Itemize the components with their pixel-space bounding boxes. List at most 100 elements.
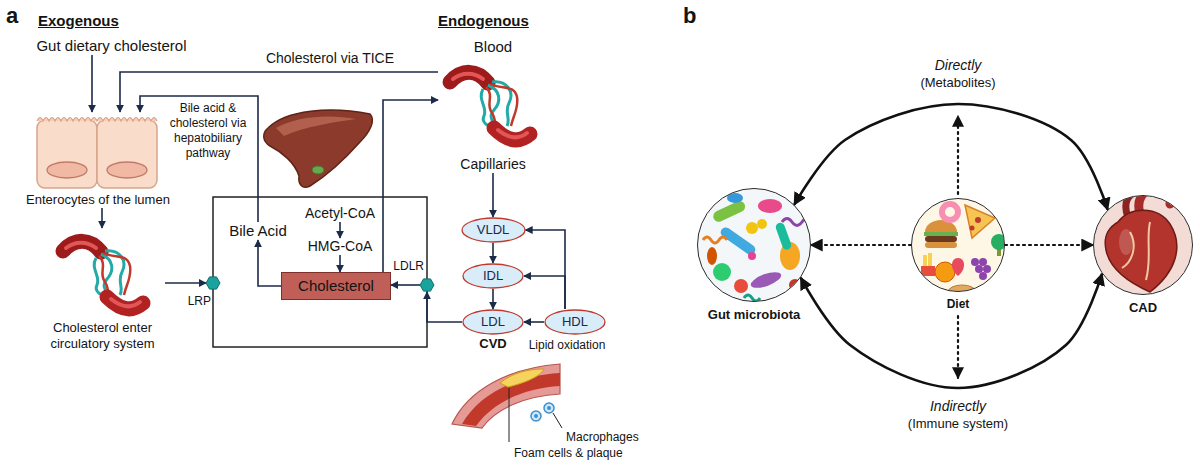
edge-label: Cholesterol via TICE [266,50,394,67]
label-anchor: CVD [479,336,506,352]
grape [983,265,991,273]
panel-letter: a [6,2,18,29]
callout-label: Foam cells & plaque [514,446,623,461]
enterocyte-cell [37,120,97,188]
blood-node: BloodCapillaries [438,38,548,173]
receptor-marker: LRP [206,276,220,290]
curved-arrow [794,104,1107,210]
node-text: LDLR [393,259,424,274]
diet-picture [912,199,1007,299]
liver-picture [264,110,373,187]
lipoprotein-node: HDL [544,309,606,335]
bacterium [746,222,758,234]
lipoprotein-outline [462,218,525,242]
bacterium [758,199,782,213]
edge-label-anchor: Cholesterol via TICE [266,50,394,67]
leader-line [553,413,562,428]
receptor-marker: LDLR [420,278,434,292]
flow-arrow [526,230,566,309]
lipoprotein-outline [545,310,605,334]
node-text: HDL [562,314,588,330]
capillary-picture [450,72,530,139]
coronary-artery [1146,222,1150,280]
pathway-note: (Metabolites) [920,75,995,91]
bacterium [749,269,783,291]
heart-picture [1094,188,1192,294]
bacterium [711,199,746,223]
callout-label: Macrophages [566,430,639,445]
macrophage-core [534,414,538,418]
metabolite-text: Bile Acid [229,222,287,240]
flow-arrow [524,321,544,323]
fries-box [921,266,935,276]
flow-arrow [91,55,93,112]
flow-arrow [427,292,462,322]
label-anchor: (Metabolites) [920,75,995,91]
strawberry [952,258,964,276]
node-text: VLDL [477,222,510,238]
heart-circle: CAD [1093,195,1193,295]
label-anchor: b [683,2,696,29]
circulation-picture [63,241,143,308]
pathway-note: (Immune system) [908,416,1008,432]
heart-ground [1094,196,1192,294]
label-anchor: Endogenous [438,12,529,30]
node-text: Gut microbiota [708,307,800,323]
microvilli [37,118,157,122]
bacterium [713,263,731,281]
liver [264,110,373,187]
circulation-node: Cholesterol enter circulatory system [40,228,165,352]
lipoprotein-node: IDL [462,263,524,289]
edge-label-anchor: Indirectly [930,398,986,415]
label-anchor: Macrophages [566,430,639,445]
label-anchor: (Immune system) [908,416,1008,432]
bacterium [775,221,793,250]
cholesterol-box: Cholesterol [281,272,391,300]
macrophage [531,411,541,421]
bacterium [744,295,760,301]
edge-label: Directly [935,57,982,74]
label-anchor: Exogenous [38,12,119,30]
bacterium [703,237,727,243]
node-text: IDL [483,268,503,284]
diet-ground [912,199,1004,291]
receptor-shape [420,278,434,292]
metabolite-text: HMG-CoA [308,238,373,255]
flow-arrow [258,240,281,286]
section-heading: Exogenous [38,12,119,30]
label-anchor: a [6,2,18,29]
flow-arrow [339,255,341,272]
pepperoni [970,226,975,231]
curved-arrow [801,274,1102,388]
microbiota-picture [698,189,812,301]
connector-group [92,55,1108,388]
node-text: Cholesterol [298,277,374,295]
flow-arrow [524,276,565,309]
orange-fruit [935,262,955,282]
lipoprotein-node: VLDL [461,217,526,243]
pizza-slice [965,205,995,238]
heart [1105,210,1177,292]
enterocyte-node: Enterocytes of the lumen [10,112,186,208]
edge-label-anchor: Directly [935,57,982,74]
node-text: Gut dietary cholesterol [36,37,186,55]
grape [975,265,983,273]
edge-label-anchor: Lipid oxidation [529,338,606,353]
burger-lettuce [924,232,958,236]
bacterium [734,279,748,293]
lipoprotein-outline [463,310,523,334]
nucleus [47,162,87,178]
enterocyte-cell [97,120,157,188]
gallbladder [312,166,324,174]
lipoprotein-outline [463,264,523,288]
edge-label: Indirectly [930,398,986,415]
grape [979,272,987,280]
dotted-arrow [957,116,959,194]
outcome-label: CVD [479,336,506,352]
node-text: Acetyl-CoA [305,205,375,222]
node-text: CAD [1129,300,1157,316]
grape [979,258,987,266]
